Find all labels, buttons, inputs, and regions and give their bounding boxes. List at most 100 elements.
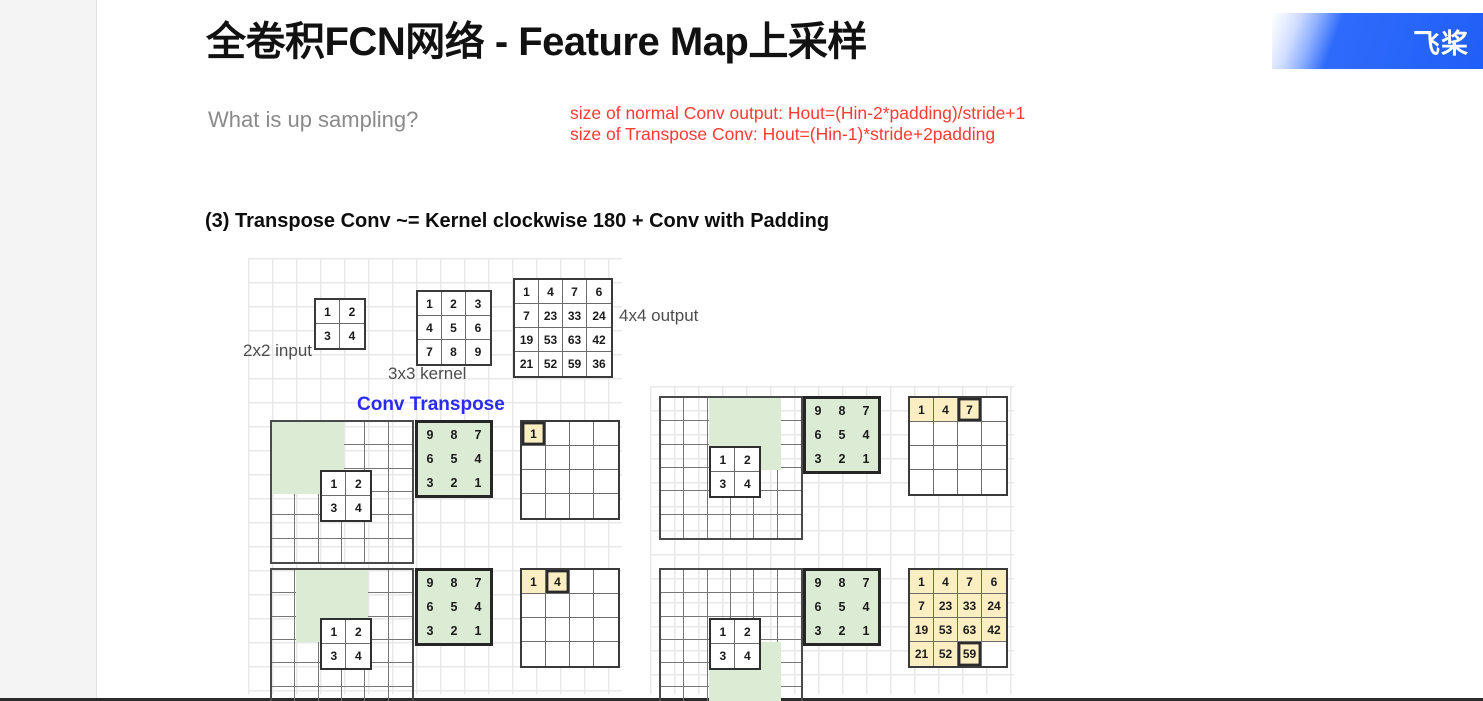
matrix-cell: 6 — [466, 316, 490, 340]
matrix-cell: 59 — [563, 352, 587, 376]
board-cell — [661, 514, 685, 538]
matrix-cell — [594, 642, 618, 666]
board-cell — [342, 422, 366, 446]
matrix-cell — [982, 422, 1006, 446]
board-cell — [777, 640, 801, 664]
matrix-cell: 63 — [563, 328, 587, 352]
kernel-cell: 6 — [426, 452, 434, 466]
kernel-cell: 7 — [862, 576, 870, 590]
board-cell — [661, 663, 685, 687]
kernel-cell: 3 — [426, 476, 434, 490]
board-cell — [661, 444, 685, 468]
matrix-cell: 7 — [910, 594, 934, 618]
board-cell — [754, 398, 778, 422]
matrix-cell — [522, 618, 546, 642]
board-cell — [777, 398, 801, 422]
board-cell — [365, 686, 389, 701]
input-cell: 2 — [346, 472, 371, 497]
matrix-cell: 7 — [563, 280, 587, 304]
input-cell: 1 — [711, 620, 736, 645]
kernel-cell: 4 — [862, 428, 870, 442]
board-cell — [388, 492, 412, 516]
matrix-cell — [934, 422, 958, 446]
matrix-cell — [594, 446, 618, 470]
kernel-cell: 8 — [450, 428, 458, 442]
matrix-cell — [982, 470, 1006, 494]
matrix-cell — [910, 470, 934, 494]
board-cell — [707, 570, 731, 594]
matrix-cell: 2 — [442, 292, 466, 316]
paddlepaddle-logo: 飞桨 — [1272, 13, 1483, 69]
kernel-cell: 3 — [426, 624, 434, 638]
kernel-cell: 2 — [838, 624, 846, 638]
board-cell — [272, 640, 296, 664]
input-cell: 3 — [322, 644, 347, 669]
matrix-cell: 4 — [934, 570, 958, 594]
matrix-cell: 19 — [515, 328, 539, 352]
matrix-cell: 1 — [515, 280, 539, 304]
board-cell — [365, 640, 389, 664]
matrix-cell: 4 — [934, 398, 958, 422]
kernel-cell: 2 — [838, 452, 846, 466]
board-cell — [661, 468, 685, 492]
board-cell — [365, 492, 389, 516]
board-cell — [295, 468, 319, 492]
board-cell — [365, 445, 389, 469]
matrix-cell — [570, 618, 594, 642]
matrix-cell: 1 — [910, 570, 934, 594]
matrix-cell — [546, 422, 570, 446]
matrix-cell — [522, 446, 546, 470]
board-cell — [777, 570, 801, 594]
board-cell — [342, 570, 366, 594]
matrix-cell — [546, 642, 570, 666]
board-cell — [388, 469, 412, 492]
board-cell — [754, 570, 778, 594]
board-cell — [388, 663, 412, 687]
matrix-cell — [546, 618, 570, 642]
formula-line-2: size of Transpose Conv: Hout=(Hin-1)*str… — [570, 124, 996, 144]
board-cell — [731, 491, 755, 515]
board-cell — [778, 687, 801, 701]
matrix-cell: 2 — [340, 300, 364, 324]
matrix-cell: 23 — [539, 304, 563, 328]
matrix-cell: 7 — [958, 398, 982, 422]
board-cell — [731, 398, 755, 422]
board-cell — [684, 616, 708, 640]
board-cell — [707, 491, 731, 515]
matrix-cell — [594, 618, 618, 642]
board-cell — [295, 616, 319, 640]
matrix-cell — [570, 470, 594, 494]
formula-note: size of normal Conv output: Hout=(Hin-2*… — [570, 103, 1025, 145]
matrix-cell — [594, 594, 618, 618]
matrix-cell: 21 — [515, 352, 539, 376]
input-cell: 1 — [711, 448, 736, 473]
matrix-cell: 7 — [958, 570, 982, 594]
matrix-cell — [934, 446, 958, 470]
board-cell — [272, 616, 296, 640]
matrix-cell — [934, 470, 958, 494]
board-cell — [684, 640, 708, 664]
board-cell — [342, 593, 366, 617]
matrix-cell: 4 — [340, 324, 364, 348]
input-cell: 2 — [346, 620, 371, 645]
board-cell — [272, 663, 296, 687]
matrix-cell: 59 — [958, 642, 982, 666]
board-cell — [388, 445, 412, 469]
board-cell — [708, 686, 731, 701]
kernel-cell: 5 — [450, 452, 458, 466]
board-cell — [318, 663, 342, 687]
kernel-cell: 4 — [862, 600, 870, 614]
board-cell — [365, 616, 389, 640]
matrix-cell — [982, 446, 1006, 470]
board-cell — [684, 686, 708, 701]
kernel-cell: 4 — [474, 600, 482, 614]
board-cell — [754, 491, 778, 515]
matrix-cell: 1 — [522, 570, 546, 594]
kernel-cell: 1 — [862, 452, 870, 466]
board-cell — [777, 663, 801, 687]
board-cell — [342, 538, 366, 562]
